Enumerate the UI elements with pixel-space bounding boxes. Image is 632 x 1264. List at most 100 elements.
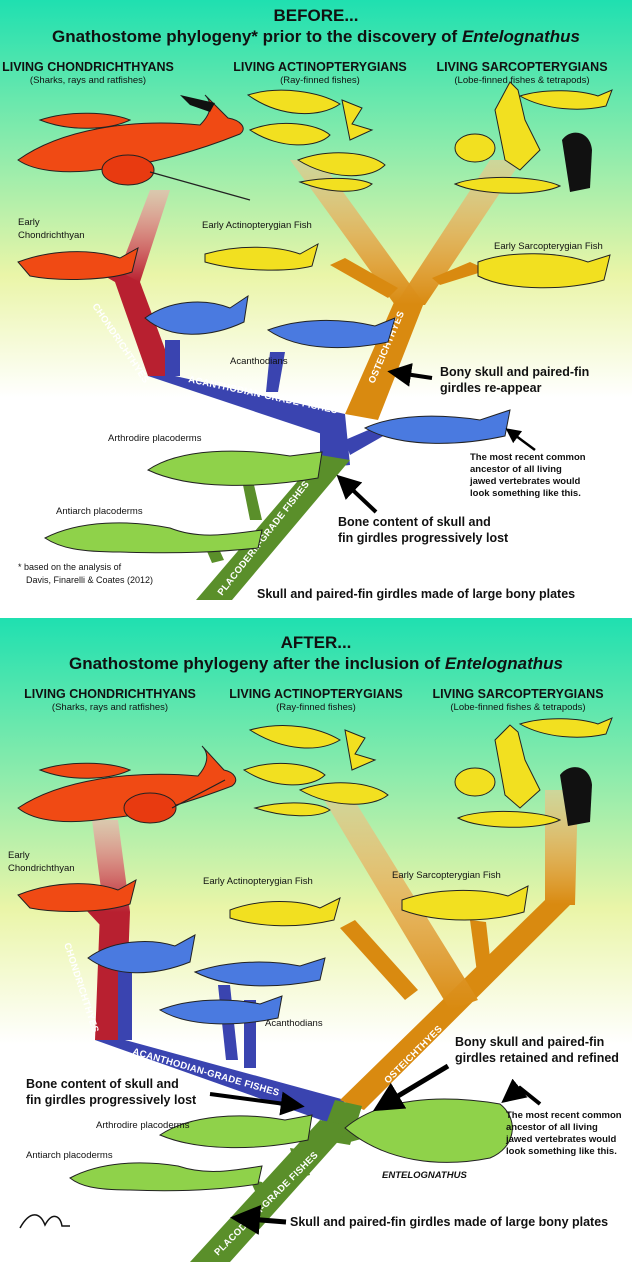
early-actinopterygian-icon — [204, 242, 319, 271]
seadragon-icon — [341, 99, 374, 141]
before-ann-mrca-1: The most recent common — [470, 452, 586, 463]
after-background — [0, 618, 632, 1264]
after-fishes — [17, 717, 613, 1229]
before-fishes — [17, 81, 613, 554]
before-ann-mrca-3: jawed vertebrates would — [469, 476, 581, 487]
after-panel: AFTER... Gnathostome phylogeny after the… — [0, 618, 632, 1264]
after-branch-acanth-1 — [118, 965, 132, 1040]
after-arrow-mrca — [501, 1078, 542, 1106]
before-tree — [80, 160, 522, 600]
coelacanth-icon — [518, 717, 613, 738]
ratfish-tail-icon — [180, 95, 215, 112]
ratfish-icon — [38, 112, 132, 129]
after-label-antiarch: Antiarch placoderms — [26, 1150, 113, 1161]
after-group-actino: LIVING ACTINOPTERYGIANS — [229, 687, 402, 701]
arthrodire-icon — [147, 450, 323, 486]
before-ann-bone-2: fin girdles progressively lost — [338, 531, 509, 545]
penguin-icon — [560, 767, 592, 826]
arowana-icon — [298, 782, 389, 805]
early-sarcopterygian-icon — [477, 253, 611, 289]
after-group-sarco-sub: (Lobe-finned fishes & tetrapods) — [450, 702, 585, 713]
before-ann-bony-1: Bony skull and paired-fin — [440, 365, 589, 379]
before-title-line2: Gnathostome phylogeny* prior to the disc… — [52, 27, 580, 46]
after-label-early-chondro-1: Early — [8, 850, 30, 861]
antiarch-icon — [44, 522, 263, 554]
before-ann-bony-2: girdles re-appear — [440, 381, 542, 395]
sturgeon-icon — [248, 724, 341, 749]
kangaroo-icon — [494, 81, 541, 171]
penguin-icon — [562, 132, 592, 192]
ratfish-icon — [38, 762, 132, 779]
before-label-early-chondro-1: Early — [18, 217, 40, 228]
before-group-actino: LIVING ACTINOPTERYGIANS — [233, 60, 406, 74]
arthrodire-icon — [158, 1114, 313, 1149]
before-ann-mrca-2: ancestor of all living — [470, 464, 562, 475]
before-ann-bone-1: Bone content of skull and — [338, 515, 491, 529]
before-branch-placoderm — [196, 455, 350, 600]
before-branch-acanthodian — [148, 376, 345, 440]
actino-fish-icon — [242, 762, 326, 786]
ray-icon — [123, 792, 177, 824]
before-label-antiarch: Antiarch placoderms — [56, 506, 143, 517]
after-group-chondro: LIVING CHONDRICHTHYANS — [24, 687, 196, 701]
acanthodian-2-icon — [266, 317, 396, 349]
before-branch-acanth-2 — [266, 352, 285, 392]
after-ann-skull: Skull and paired-fin girdles made of lar… — [290, 1215, 608, 1229]
before-group-chondro: LIVING CHONDRICHTHYANS — [2, 60, 174, 74]
actino-small-icon — [298, 177, 373, 192]
after-ann-bone-2: fin girdles progressively lost — [26, 1093, 197, 1107]
after-arrow-bony — [372, 1063, 450, 1112]
before-branch-sarco — [395, 160, 522, 305]
before-branch-osteichthyes — [345, 300, 425, 420]
after-ann-mrca-1: The most recent common — [506, 1110, 622, 1121]
early-chondrichthyan-icon — [17, 879, 137, 912]
after-arrow-skull — [230, 1204, 287, 1235]
antiarch-icon — [69, 1162, 263, 1192]
turtle-icon — [454, 133, 496, 163]
before-branch-stem — [320, 414, 350, 468]
after-ann-mrca-4: look something like this. — [506, 1146, 617, 1157]
after-label-entelognathus: ENTELOGNATHUS — [382, 1170, 467, 1181]
before-branch-acanth-1 — [165, 340, 180, 376]
before-label-early-chondro-2: Chondrichthyan — [18, 230, 85, 241]
acanthodian-3-icon — [158, 995, 283, 1025]
before-label-acanthodians: Acanthodians — [230, 356, 288, 367]
actino-small-icon — [253, 802, 331, 817]
lungfish-icon — [456, 810, 562, 828]
before-footnote-1: * based on the analysis of — [18, 562, 122, 572]
before-branch-early-actino — [330, 258, 398, 298]
before-group-actino-sub: (Ray-finned fishes) — [280, 75, 360, 86]
before-title-line1: BEFORE... — [273, 6, 358, 25]
before-ann-mrca-4: look something like this. — [470, 488, 581, 499]
early-actinopterygian-icon — [229, 897, 341, 927]
before-arrow-mrca — [505, 428, 536, 452]
after-label-acanthodians: Acanthodians — [265, 1018, 323, 1029]
before-ann-skull: Skull and paired-fin girdles made of lar… — [257, 587, 575, 601]
before-group-sarco-sub: (Lobe-finned fishes & tetrapods) — [454, 75, 589, 86]
ray-icon — [101, 154, 155, 186]
acanthodian-2-icon — [193, 957, 326, 987]
after-group-chondro-sub: (Sharks, rays and ratfishes) — [52, 702, 168, 713]
turtle-icon — [454, 767, 496, 797]
before-group-sarco: LIVING SARCOPTERYGIANS — [436, 60, 607, 74]
lungfish-icon — [453, 176, 562, 194]
after-arrow-bone — [209, 1091, 305, 1116]
sturgeon-icon — [246, 89, 341, 115]
before-label-early-actino: Early Actinopterygian Fish — [202, 220, 312, 231]
before-arrow-bony — [387, 362, 433, 387]
ray-tail-icon — [149, 171, 251, 201]
arowana-icon — [296, 152, 386, 177]
before-panel: BEFORE... Gnathostome phylogeny* prior t… — [0, 0, 632, 612]
after-ann-bone-1: Bone content of skull and — [26, 1077, 179, 1091]
after-ann-bony-2: girdles retained and refined — [455, 1051, 619, 1065]
before-group-chondro-sub: (Sharks, rays and ratfishes) — [30, 75, 146, 86]
after-ann-bony-1: Bony skull and paired-fin — [455, 1035, 604, 1049]
coelacanth-icon — [518, 89, 613, 110]
after-branch-early-actino — [340, 920, 418, 1000]
after-label-early-actino: Early Actinopterygian Fish — [203, 876, 313, 887]
mrca-fish-icon — [363, 409, 511, 444]
before-label-early-sarco: Early Sarcopterygian Fish — [494, 241, 603, 252]
after-ann-mrca-2: ancestor of all living — [506, 1122, 598, 1133]
